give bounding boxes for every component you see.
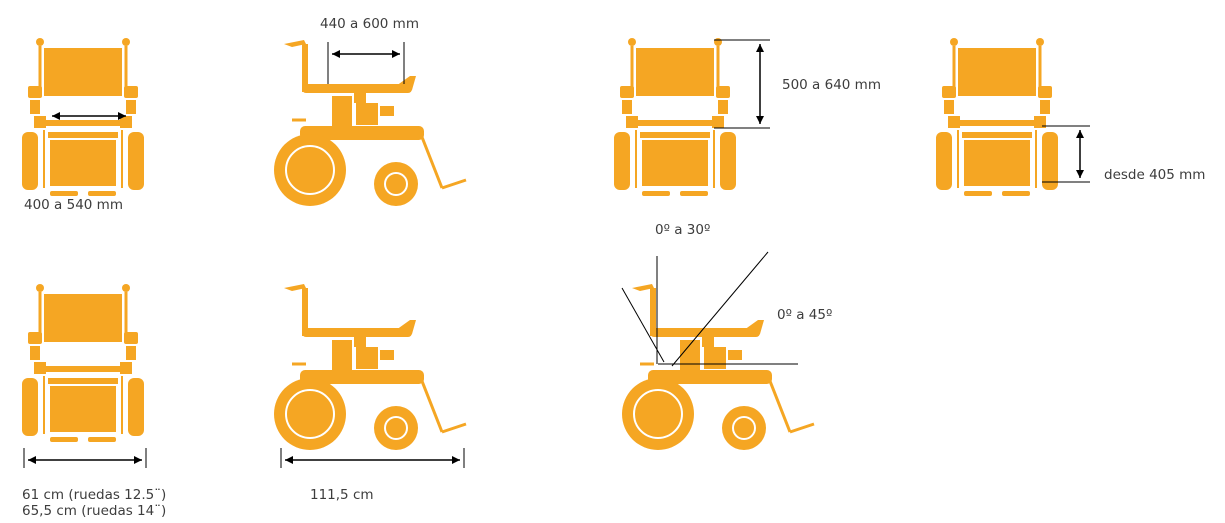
- front-view-backrest-height: [612, 36, 738, 198]
- total-width-arrow: [23, 448, 147, 468]
- tilt-angle-lines: [621, 251, 798, 367]
- front-view-seat-height: [934, 36, 1060, 198]
- total-width-label-14: 65,5 cm (ruedas 14¨): [22, 503, 167, 519]
- backrest-height-label: 500 a 640 mm: [782, 77, 881, 93]
- backrest-height-arrow: [714, 39, 770, 129]
- side-view-total-length: [272, 282, 468, 452]
- total-length-arrow: [280, 448, 465, 468]
- front-view-total-width: [20, 282, 146, 444]
- seat-depth-label: 440 a 600 mm: [320, 16, 419, 32]
- seat-depth-arrow: [327, 42, 405, 84]
- seat-height-label: desde 405 mm: [1104, 167, 1206, 183]
- total-length-label: 111,5 cm: [310, 487, 374, 503]
- front-view-seat-width: [20, 36, 146, 198]
- side-view-seat-depth: [272, 38, 468, 208]
- seat-tilt-label: 0º a 45º: [777, 307, 833, 323]
- seat-height-arrow: [1042, 125, 1090, 183]
- backrest-angle-label: 0º a 30º: [655, 222, 711, 238]
- seat-width-label: 400 a 540 mm: [24, 197, 123, 213]
- seat-width-arrow: [52, 112, 126, 120]
- total-width-label-12-5: 61 cm (ruedas 12.5¨): [22, 487, 167, 503]
